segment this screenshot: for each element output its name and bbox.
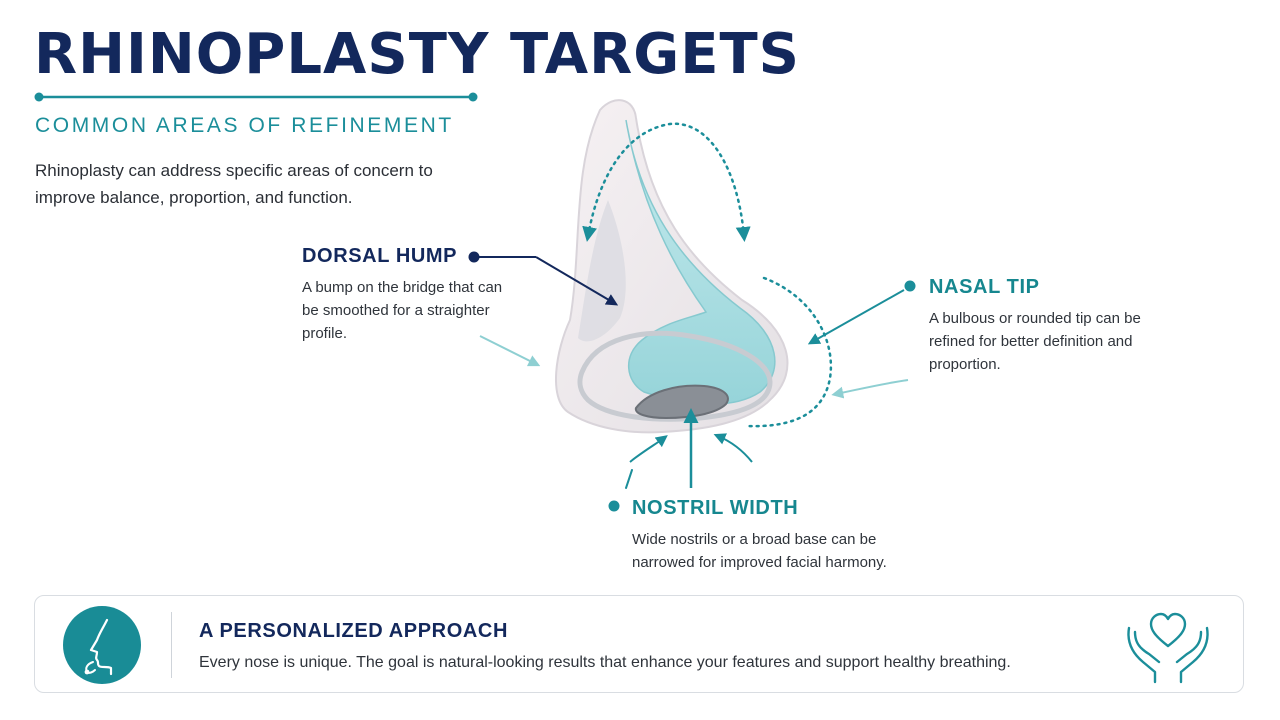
dorsal-hump-arrow [535, 256, 619, 306]
title-underline [34, 92, 478, 102]
page-subtitle: COMMON AREAS OF REFINEMENT [35, 114, 454, 137]
face-profile-badge [63, 606, 141, 684]
nasal-tip-dot [904, 280, 916, 292]
card-divider [171, 612, 172, 678]
nostril-width-title: NOSTRIL WIDTH [632, 497, 799, 519]
personalized-approach-card: A PERSONALIZED APPROACH Every nose is un… [34, 595, 1244, 693]
accent-arrow-nostril-left [629, 435, 668, 463]
page-title: RHINOPLASTY TARGETS [34, 22, 801, 87]
bridge-dotted-arrow [582, 122, 751, 242]
card-title: A PERSONALIZED APPROACH [199, 620, 509, 642]
nostril-rim [577, 330, 773, 422]
nostril-width-dot [608, 500, 620, 512]
nasal-tip-title: NASAL TIP [929, 276, 1040, 298]
dorsal-hump-text: A bump on the bridge that can be smoothe… [302, 279, 503, 342]
nasal-tip-text: A bulbous or rounded tip can be refined … [929, 310, 1141, 373]
nasal-tip-arrow [807, 289, 905, 345]
nostril-width-text: Wide nostrils or a broad base can be nar… [632, 531, 887, 571]
accent-arrow-nostril-right [713, 433, 753, 463]
dorsal-hump-title: DORSAL HUMP [302, 245, 458, 267]
accent-arrow-left-side [479, 335, 541, 367]
nasal-tip-label: NASAL TIP A bulbous or rounded tip can b… [929, 276, 1159, 376]
card-text: Every nose is unique. The goal is natura… [199, 654, 1011, 671]
dorsal-hump-dot [468, 251, 480, 263]
nostril-width-label: NOSTRIL WIDTH Wide nostrils or a broad b… [632, 497, 932, 574]
intro-text: Rhinoplasty can address specific areas o… [35, 161, 433, 207]
accent-arrow-right-side [831, 379, 909, 399]
tip-dotted-arc [744, 276, 833, 428]
accent-arrow-left-lower [625, 469, 633, 489]
heart-hands-icon [1127, 612, 1209, 684]
dorsal-hump-label: DORSAL HUMP A bump on the bridge that ca… [302, 245, 522, 345]
face-profile-icon [84, 618, 113, 676]
nostril-opening [634, 384, 729, 420]
